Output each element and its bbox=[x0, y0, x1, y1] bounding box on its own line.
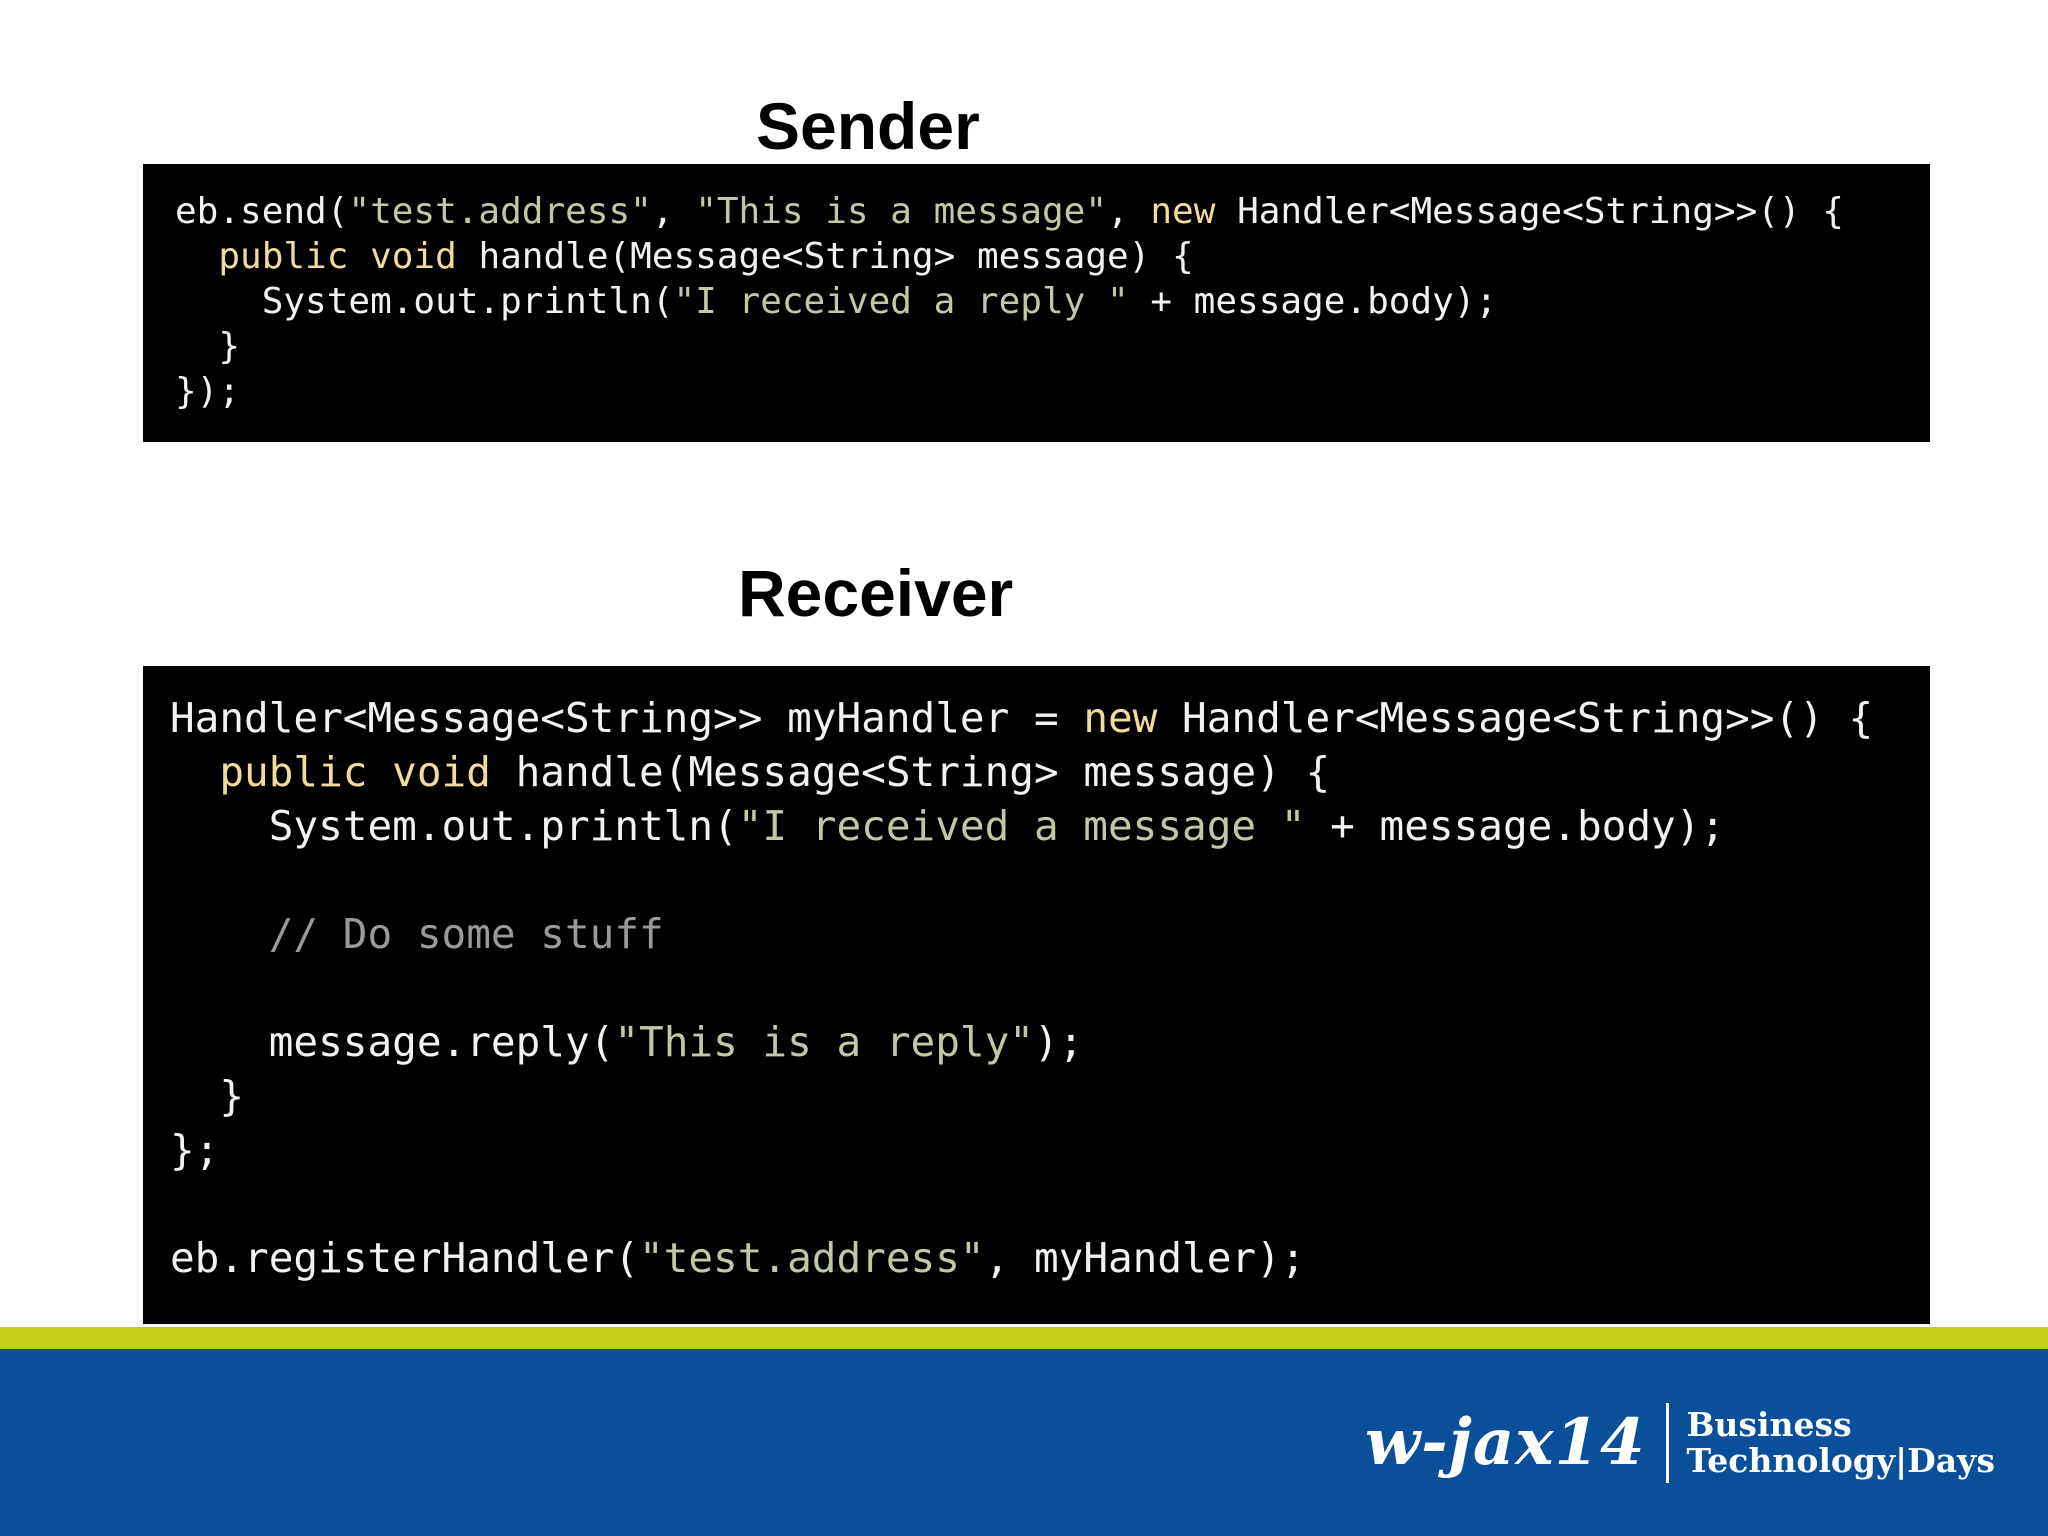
code-line: System.out.println("I received a reply "… bbox=[175, 279, 1930, 324]
code-comment: // Do some stuff bbox=[268, 910, 664, 958]
code-keyword: new bbox=[1150, 191, 1216, 232]
tagline-line-2: Technology|Days bbox=[1686, 1441, 1995, 1480]
code-line: } bbox=[170, 1069, 1930, 1123]
code-text: Handler<Message<String>> myHandler = bbox=[170, 694, 1084, 742]
receiver-code-block: Handler<Message<String>> myHandler = new… bbox=[143, 666, 1930, 1324]
code-line: eb.registerHandler("test.address", myHan… bbox=[170, 1231, 1930, 1285]
code-line: // Do some stuff bbox=[170, 907, 1930, 961]
code-text: message.reply( bbox=[170, 1018, 615, 1066]
code-text: , bbox=[1107, 191, 1151, 232]
code-keyword: public void bbox=[219, 748, 491, 796]
code-line: eb.send("test.address", "This is a messa… bbox=[175, 189, 1930, 234]
code-text: + message.body); bbox=[1305, 802, 1726, 850]
receiver-heading: Receiver bbox=[738, 556, 1014, 630]
code-text: ); bbox=[1033, 1018, 1084, 1066]
accent-bar bbox=[0, 1327, 2048, 1349]
code-line: message.reply("This is a reply"); bbox=[170, 1015, 1930, 1069]
code-line: System.out.println("I received a message… bbox=[170, 799, 1930, 853]
code-string: "This is a message" bbox=[695, 191, 1107, 232]
code-text: } bbox=[175, 326, 241, 367]
code-string: "test.address" bbox=[639, 1234, 985, 1282]
code-text: Handler<Message<String>>() { bbox=[1215, 191, 1844, 232]
code-text: eb.registerHandler( bbox=[170, 1234, 639, 1282]
code-string: "I received a reply " bbox=[673, 281, 1129, 322]
sender-code-block: eb.send("test.address", "This is a messa… bbox=[143, 164, 1930, 442]
code-line bbox=[170, 1177, 1930, 1231]
code-text: handle(Message<String> message) { bbox=[456, 236, 1194, 277]
code-text: + message.body); bbox=[1128, 281, 1498, 322]
code-line: public void handle(Message<String> messa… bbox=[175, 234, 1930, 279]
code-line: Handler<Message<String>> myHandler = new… bbox=[170, 691, 1930, 745]
code-line bbox=[170, 961, 1930, 1015]
code-string: "test.address" bbox=[348, 191, 652, 232]
code-line: }); bbox=[175, 369, 1930, 414]
code-keyword: public void bbox=[218, 236, 457, 277]
code-text bbox=[175, 236, 218, 277]
wjax-logo-mark: w-jax14 bbox=[1365, 1405, 1646, 1480]
wjax-logo: w-jax14 Business Technology|Days bbox=[1365, 1398, 1995, 1488]
code-text bbox=[170, 910, 269, 958]
code-string: "I received a message " bbox=[737, 802, 1306, 850]
code-text: , bbox=[651, 191, 696, 232]
code-line: }; bbox=[170, 1123, 1930, 1177]
code-text: eb.send( bbox=[175, 191, 349, 232]
code-keyword: new bbox=[1083, 694, 1158, 742]
code-text: handle(Message<String> message) { bbox=[490, 748, 1331, 796]
code-line: public void handle(Message<String> messa… bbox=[170, 745, 1930, 799]
tagline-line-1: Business bbox=[1686, 1405, 1852, 1444]
sender-heading: Sender bbox=[756, 89, 980, 163]
code-string: "This is a reply" bbox=[614, 1018, 1034, 1066]
logo-tagline: Business Technology|Days bbox=[1687, 1407, 1995, 1479]
logo-divider bbox=[1665, 1403, 1669, 1483]
footer-band bbox=[0, 1349, 2048, 1536]
code-text: , myHandler); bbox=[984, 1234, 1306, 1282]
code-text: }; bbox=[170, 1126, 220, 1174]
code-line bbox=[170, 853, 1930, 907]
code-text: }); bbox=[175, 371, 241, 412]
code-text: System.out.println( bbox=[175, 281, 674, 322]
code-text: System.out.println( bbox=[170, 802, 738, 850]
code-line: } bbox=[175, 324, 1930, 369]
code-text bbox=[170, 748, 219, 796]
code-text: } bbox=[170, 1072, 245, 1120]
code-text: Handler<Message<String>>() { bbox=[1157, 694, 1874, 742]
